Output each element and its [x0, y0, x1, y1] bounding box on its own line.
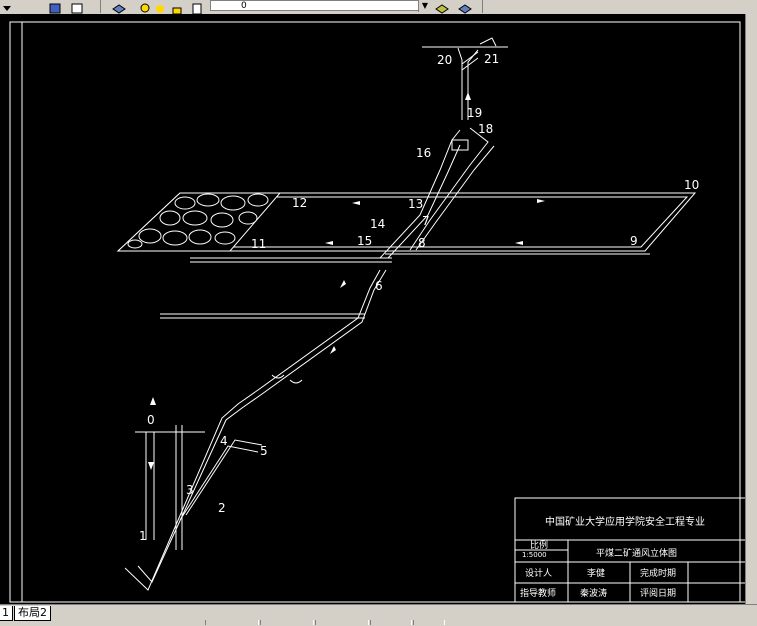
sun-icon[interactable]: [153, 0, 167, 13]
point-label: 10: [684, 178, 699, 192]
color-swatch-icon[interactable]: [190, 0, 204, 15]
point-label: 4: [220, 434, 228, 448]
drawing-canvas[interactable]: 0 1 2 3 4 5 6 7 8 9 10 11 12 13 14 15 16…: [0, 14, 757, 604]
title-block-designer: 李健: [587, 567, 605, 579]
point-label: 14: [370, 217, 385, 231]
title-block-finish-date-label: 完成时期: [640, 567, 676, 579]
point-label: 9: [630, 234, 638, 248]
airflow-arrows: [148, 92, 545, 470]
point-label: 15: [357, 234, 372, 248]
point-label: 18: [478, 122, 493, 136]
drawing-border: [9, 21, 741, 603]
point-label: 20: [437, 53, 452, 67]
point-label: 1: [139, 529, 147, 543]
point-label: 3: [186, 483, 194, 497]
lock-icon[interactable]: [170, 0, 184, 15]
point-label: 19: [467, 106, 482, 120]
layers-icon[interactable]: [112, 0, 126, 14]
goaf-rocks: [127, 193, 269, 249]
layer-previous-icon[interactable]: [458, 0, 472, 14]
point-label: 6: [375, 279, 383, 293]
point-label: 16: [416, 146, 431, 160]
layer-dropdown[interactable]: 0: [210, 0, 430, 11]
tab-layout-2[interactable]: 布局2: [14, 606, 51, 621]
status-segment: [413, 620, 445, 625]
tab-layout-1[interactable]: 1: [0, 606, 13, 621]
title-block-review-date-label: 评阅日期: [640, 588, 676, 599]
title-block-scale-label: 比例: [530, 539, 548, 551]
toolbar-separator: [100, 0, 101, 13]
chevron-down-icon[interactable]: ▼: [418, 0, 431, 12]
layout-tabs: 1 布局2: [0, 604, 757, 626]
toolbar: 0 ▼: [0, 0, 757, 15]
toolbar-dropdown-icon[interactable]: [0, 0, 14, 12]
point-label: 13: [408, 197, 423, 211]
toolbar-separator: [482, 0, 483, 13]
title-block-designer-label: 设计人: [525, 567, 552, 579]
point-label: 11: [251, 237, 266, 251]
point-label: 2: [218, 501, 226, 515]
goaf-area: [116, 192, 282, 252]
point-label: 0: [147, 413, 155, 427]
status-segment: [370, 620, 412, 625]
point-label: 8: [418, 236, 426, 250]
ventilation-drawing: 0 1 2 3 4 5 6 7 8 9 10 11 12 13 14 15 16…: [9, 21, 745, 603]
status-segment: [315, 620, 369, 625]
point-label: 12: [292, 196, 307, 210]
point-label: 7: [422, 214, 430, 228]
point-label: 21: [484, 52, 499, 66]
point-label: 5: [260, 444, 268, 458]
layer-dropdown-value: 0: [241, 1, 247, 11]
make-object-layer-current-icon[interactable]: [435, 0, 449, 14]
title-block-school: 中国矿业大学应用学院安全工程专业: [545, 515, 705, 528]
status-segment: [205, 620, 259, 625]
lightbulb-icon[interactable]: [138, 0, 152, 13]
title-block-advisor: 秦波涛: [580, 587, 607, 599]
title-block-drawing-title: 平煤二矿通风立体图: [596, 547, 677, 559]
status-segment: [260, 620, 314, 625]
title-block-advisor-label: 指导教师: [520, 587, 556, 599]
layer-state-icon[interactable]: [70, 0, 84, 14]
title-block-scale-value: 1:5000: [522, 551, 547, 559]
layer-manager-icon[interactable]: [48, 0, 62, 14]
vertical-scrollbar[interactable]: [745, 14, 757, 604]
status-bar: [200, 620, 757, 625]
